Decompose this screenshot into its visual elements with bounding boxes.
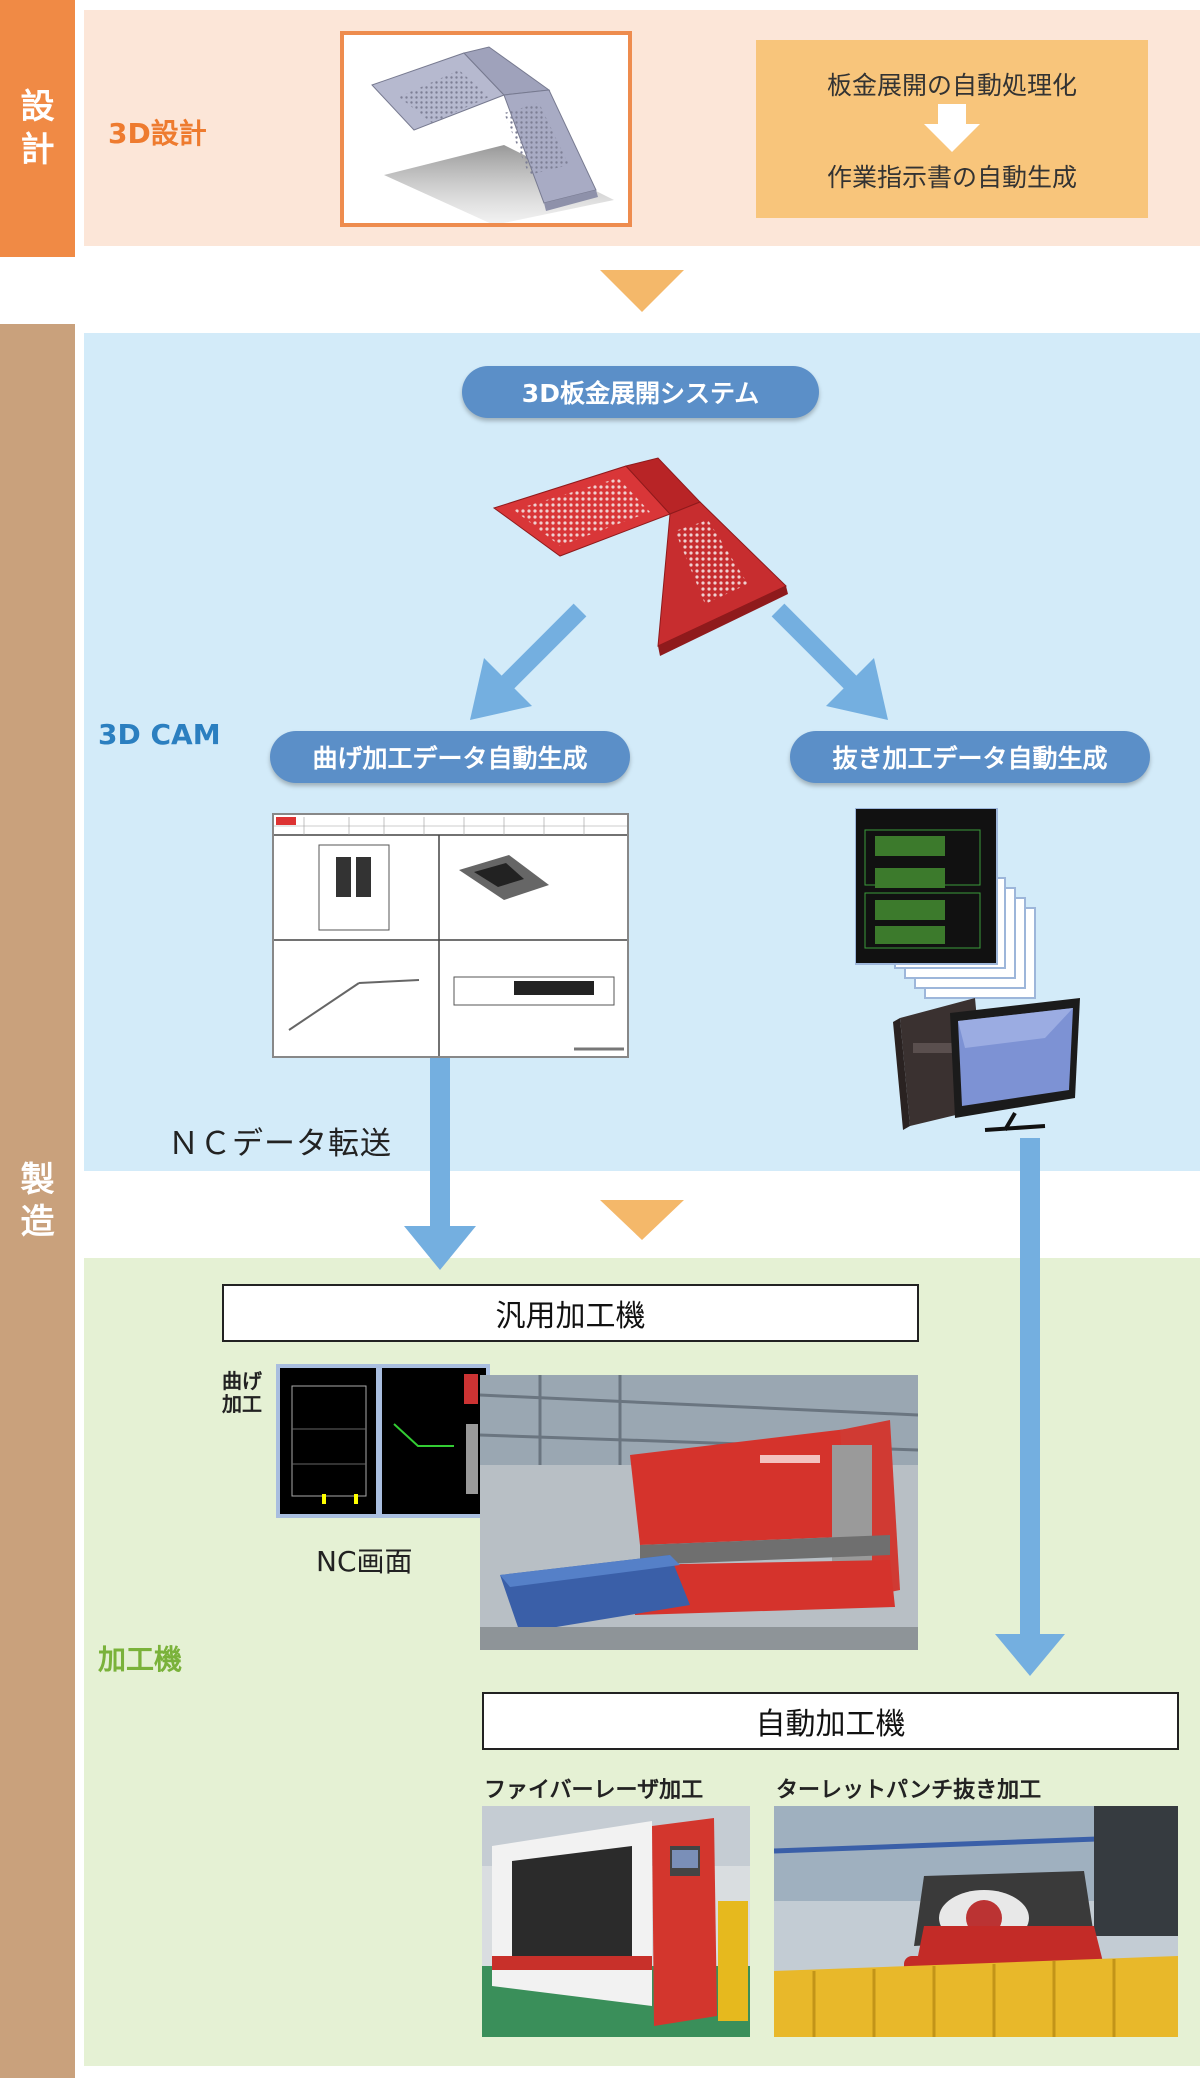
process-text-1: 板金展開の自動処理化 <box>826 71 1077 100</box>
design-side-tab-char-1: 設 <box>20 87 55 127</box>
3d-sheet-metal-red-model-image <box>492 457 788 656</box>
turret-punch-photo <box>774 1806 1178 2037</box>
design-section-label: 3D設計 <box>108 117 207 150</box>
design-side-tab-char-2: 計 <box>20 129 55 170</box>
press-brake-photo <box>480 1375 918 1650</box>
cam-section-label: 3D CAM <box>98 718 221 751</box>
flow-chevron-icon-2 <box>600 1200 684 1240</box>
fiber-laser-photo <box>482 1806 750 2037</box>
3d-design-model-image <box>371 46 614 225</box>
punch-nc-data-screens-image <box>855 808 1080 1132</box>
general-machine-title: 汎用加工機 <box>222 1284 919 1342</box>
nc-screen-image <box>276 1364 490 1518</box>
bend-work-instruction-sheet <box>272 813 629 1058</box>
turret-punch-photo-drawing <box>774 1806 1178 2037</box>
bend-screen-label-line2: 加工 <box>222 1392 262 1416</box>
nc-screen-caption: NC画面 <box>316 1545 413 1578</box>
mfg-side-tab-char-1: 製 <box>20 1159 55 1200</box>
fiber-laser-photo-drawing <box>482 1806 750 2037</box>
auto-machine-title: 自動加工機 <box>482 1692 1179 1750</box>
fiber-laser-caption: ファイバーレーザ加工 <box>484 1778 704 1803</box>
3d-design-image-frame <box>340 31 632 227</box>
punch-data-pill: 抜き加工データ自動生成 <box>790 731 1150 783</box>
branch-arrow-left-icon <box>470 603 587 720</box>
system-pill: 3D板金展開システム <box>462 366 819 418</box>
design-side-tab: 設 計 <box>0 0 75 257</box>
press-brake-photo-drawing <box>480 1375 918 1650</box>
bend-screen-label-line1: 曲げ <box>222 1369 262 1393</box>
mfg-side-tab-char-2: 造 <box>20 1202 55 1242</box>
process-down-arrow-icon <box>924 104 980 152</box>
turret-punch-caption: ターレットパンチ抜き加工 <box>776 1778 1042 1803</box>
machine-section-label: 加工機 <box>98 1643 183 1676</box>
bend-work-instruction-sheet-drawing <box>274 817 627 1056</box>
nc-transfer-left-label: ＮＣデータ転送 <box>168 1126 392 1162</box>
bend-data-pill: 曲げ加工データ自動生成 <box>270 731 630 783</box>
bend-screen-label: 曲げ 加工 <box>222 1370 262 1416</box>
manufacturing-side-tab: 製 造 <box>0 324 75 2078</box>
flow-chevron-icon-1 <box>600 270 684 312</box>
nc-transfer-right-arrow-icon <box>995 1138 1065 1676</box>
process-text-2: 作業指示書の自動生成 <box>826 163 1077 192</box>
auto-process-box: 板金展開の自動処理化 作業指示書の自動生成 <box>756 40 1148 218</box>
nc-transfer-left-arrow-icon <box>404 1058 476 1270</box>
branch-arrow-right-icon <box>771 603 888 720</box>
